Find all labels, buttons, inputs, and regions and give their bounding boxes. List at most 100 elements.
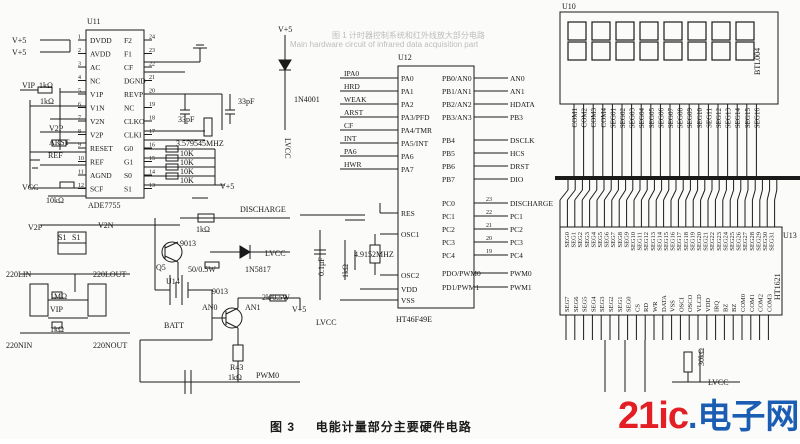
u11-left-pin-label: DVDD xyxy=(90,36,112,45)
u12-left-pin-label: OSC2 xyxy=(401,271,420,280)
mcu-net-right: PB3 xyxy=(510,113,523,122)
u13-top-pin-label: SEG5 xyxy=(597,232,604,248)
u13-bottom-pin-label: COM1 xyxy=(749,294,756,312)
u13-bottom-pin-label: COM2 xyxy=(758,294,765,312)
u13-bottom-pin-label: VSS xyxy=(670,300,677,312)
u11-left-pin-number: 3 xyxy=(78,62,81,68)
net-ref: REF xyxy=(48,151,63,160)
u12-right-pin-label: PDO/PWM0 xyxy=(442,269,481,278)
lcd-digit-upper xyxy=(735,21,755,41)
part-r-2k: 2k/0.5W xyxy=(262,293,290,302)
u13-bottom-pin-label: SEG5 xyxy=(582,296,589,312)
u10-pin-label: SEG13 xyxy=(725,108,733,129)
u12-right-pin-label: PB5 xyxy=(442,149,455,158)
u11-right-pin-number: 24 xyxy=(149,35,155,41)
u13-top-pin-label: SEG16 xyxy=(670,231,677,251)
u11-left-pin-number: 5 xyxy=(78,89,81,95)
mcu-net-right: PC1 xyxy=(510,212,523,221)
u10-pin-label: SEG07 xyxy=(667,108,675,129)
part-r-10k-1: 10K xyxy=(180,149,194,158)
part-r-1k-q5: 1kΩ xyxy=(196,225,210,234)
u12-left-pin-label: PA0 xyxy=(401,74,414,83)
u13-bottom-pin-label: VLCD xyxy=(696,294,703,312)
lcd-digit-lower xyxy=(567,41,587,61)
u12-chip-body xyxy=(397,65,475,309)
net-lvcc-rot: LVCC xyxy=(283,138,292,159)
mcu-net-right: PC3 xyxy=(510,238,523,247)
part-r-1k-bot: 1kΩ xyxy=(228,373,242,382)
bus-wire-diag xyxy=(574,189,583,201)
u10-pin-label: SEG15 xyxy=(744,108,752,129)
u13-bottom-pin-label: CS xyxy=(634,304,641,312)
u11-left-pin-number: 6 xyxy=(78,102,81,108)
bus-wire-diag xyxy=(707,189,713,201)
u11-left-pin-number: 9 xyxy=(78,143,81,149)
part-r43: R43 xyxy=(230,363,243,372)
net-220lout: 220LOUT xyxy=(93,270,126,279)
u13-top-pin-label: SEG0 xyxy=(564,232,571,248)
u10-pin-label: SEG16 xyxy=(753,108,761,129)
u13-top-pin-label: SEG2 xyxy=(577,232,584,248)
u11-right-pin-label: REVP xyxy=(124,90,143,99)
u13-top-pin-label: SEG25 xyxy=(729,232,736,251)
bus-wire-diag xyxy=(640,189,648,201)
u13-bottom-pin-label: IRQ xyxy=(714,301,721,313)
part-xtal-3579: 3.579545MHZ xyxy=(176,139,224,148)
bus-wire-diag xyxy=(759,189,763,201)
net-discharge: DISCHARGE xyxy=(240,205,286,214)
u12-right-pin-number: 23 xyxy=(486,197,492,203)
bus-wire-diag xyxy=(633,189,641,201)
u13-bottom-pin-label: OSCI xyxy=(678,297,685,312)
net-vcc: VCC xyxy=(22,183,38,192)
part-r-1k-vip: 1kΩ xyxy=(50,325,64,334)
u11-right-pin-label: CF xyxy=(124,63,133,72)
switch-s1-a: S1 xyxy=(58,233,66,242)
bus-wire-diag xyxy=(655,189,663,201)
u11-left-pin-label: AVDD xyxy=(90,50,111,59)
u10-pin-label: COM1 xyxy=(571,108,579,128)
u13-bottom-pin-label: SEG6 xyxy=(573,296,580,312)
u13-top-pin-label: SEG8 xyxy=(617,232,624,248)
u13-top-pin-label: SEG13 xyxy=(650,232,657,251)
mcu-net-right: PWM0 xyxy=(510,269,532,278)
net-pwm0: PWM0 xyxy=(256,371,279,380)
net-an0: AN0 xyxy=(202,303,218,312)
lcd-digit-lower xyxy=(639,41,659,61)
part-r-1k-osc: 1kΩ xyxy=(341,264,350,278)
u11-right-pin-label: F1 xyxy=(124,50,132,59)
u13-top-pin-label: SEG9 xyxy=(623,232,630,248)
u11-right-pin-label: S1 xyxy=(124,185,132,194)
u10-pin-label: SEG12 xyxy=(715,108,723,129)
mcu-net-right: DSCLK xyxy=(510,136,535,145)
u13-top-pin-label: SEG19 xyxy=(689,232,696,251)
u11-right-pin-number: 16 xyxy=(149,143,155,149)
u11-right-pin-number: 15 xyxy=(149,156,155,162)
u13-top-pin-label: SEG29 xyxy=(755,232,762,251)
u13-bottom-pin-label: COM0 xyxy=(740,294,747,312)
u13-top-pin-label: SEG10 xyxy=(630,232,637,251)
lcd-digit-lower xyxy=(711,41,731,61)
net-lvcc-d2: LVCC xyxy=(265,249,286,258)
lcd-digit-upper xyxy=(711,21,731,41)
u12-ref-label: U12 xyxy=(398,53,412,62)
bus-wire-diag xyxy=(766,189,771,201)
u10-lcd-body xyxy=(559,11,779,105)
u11-right-pin-number: 20 xyxy=(149,89,155,95)
u10-pin-label: SEG06 xyxy=(657,108,665,129)
u11-right-pin-label: CLKI xyxy=(124,131,142,140)
u12-part-label: HT46F49E xyxy=(396,315,432,324)
net-lvcc-u12: LVCC xyxy=(316,318,337,327)
u10-part-label: BTL004 xyxy=(753,48,762,75)
u13-top-pin-label: SEG30 xyxy=(762,232,769,251)
u11-left-pin-number: 7 xyxy=(78,116,81,122)
mcu-net-right: AN0 xyxy=(510,74,525,83)
u11-right-pin-label: G1 xyxy=(124,158,133,167)
mcu-net-right: HDATA xyxy=(510,100,535,109)
mcu-net-right: PC2 xyxy=(510,225,523,234)
part-c-01uf: 0.1μF xyxy=(317,257,326,276)
mcu-net-right: DISCHARGE xyxy=(510,199,553,208)
net-v2n: V2N xyxy=(98,221,114,230)
u13-top-pin-label: SEG17 xyxy=(676,231,683,251)
u11-left-pin-label: V2P xyxy=(90,131,103,140)
